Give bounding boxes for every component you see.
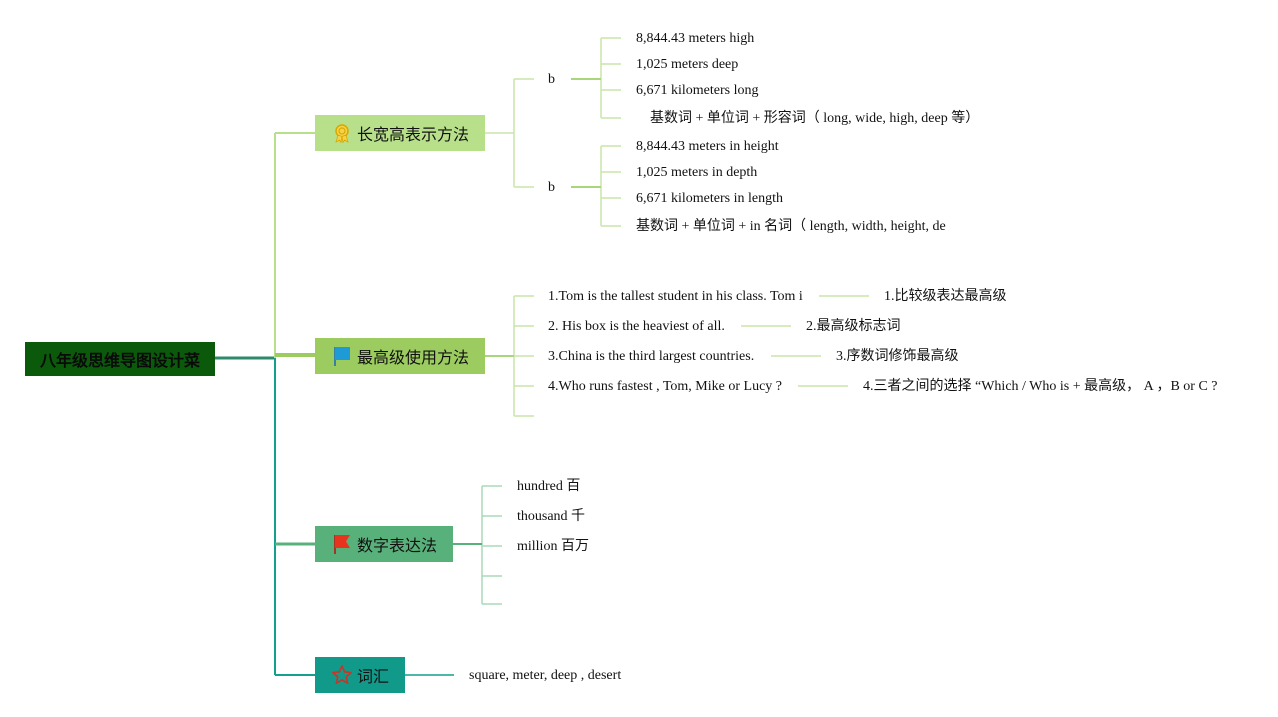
group-a-item: 1,025 meters deep — [636, 57, 739, 72]
group-a-item: 6,671 kilometers long — [636, 83, 759, 98]
number-word: hundred 百 — [517, 479, 581, 494]
blue-flag-icon — [331, 345, 353, 367]
branch-numbers-label: 数字表达法 — [356, 536, 437, 555]
superlative-example: 1.Tom is the tallest student in his clas… — [548, 289, 803, 304]
group-b-item: 6,671 kilometers in length — [636, 191, 783, 206]
group-a-rule: 基数词 + 单位词 + 形容词（ long, wide, high, deep … — [650, 111, 980, 126]
branch-numbers-node[interactable]: 数字表达法 — [315, 526, 453, 562]
award-ribbon-icon — [331, 122, 353, 144]
branch-dimensions-node[interactable]: 长宽高表示方法 — [315, 115, 485, 151]
branch-superlative-label: 最高级使用方法 — [356, 348, 469, 367]
number-word: million 百万 — [517, 539, 589, 554]
branch-dimensions-label: 长宽高表示方法 — [356, 125, 469, 144]
superlative-example: 2. His box is the heaviest of all. — [548, 319, 725, 334]
branch-vocabulary-node[interactable]: 词汇 — [315, 657, 405, 693]
group-a-item: 8,844.43 meters high — [636, 31, 755, 46]
group-b-label: b — [548, 180, 555, 195]
root-label: 八年级思维导图设计菜 — [39, 351, 200, 370]
number-word: thousand 千 — [517, 509, 586, 524]
superlative-note: 3.序数词修饰最高级 — [836, 349, 959, 364]
branch-superlative-node[interactable]: 最高级使用方法 — [315, 338, 485, 374]
branch-vocabulary-label: 词汇 — [356, 667, 389, 686]
root-node[interactable]: 八年级思维导图设计菜 — [25, 342, 215, 376]
vocabulary-list: square, meter, deep , desert — [469, 668, 622, 683]
red-flag-icon — [331, 533, 353, 555]
superlative-note: 2.最高级标志词 — [806, 319, 901, 334]
star-icon — [331, 664, 353, 686]
group-a-label: b — [548, 72, 555, 87]
group-b-rule: 基数词 + 单位词 + in 名词（ length, width, height… — [636, 219, 946, 234]
superlative-example: 3.China is the third largest countries. — [548, 349, 755, 364]
superlative-example: 4.Who runs fastest , Tom, Mike or Lucy ? — [548, 379, 782, 394]
group-b-item: 1,025 meters in depth — [636, 165, 758, 180]
superlative-note: 4.三者之间的选择 “Which / Who is + 最高级， A ，B or… — [863, 379, 1218, 394]
group-b-item: 8,844.43 meters in height — [636, 139, 779, 154]
superlative-note: 1.比较级表达最高级 — [884, 289, 1007, 304]
